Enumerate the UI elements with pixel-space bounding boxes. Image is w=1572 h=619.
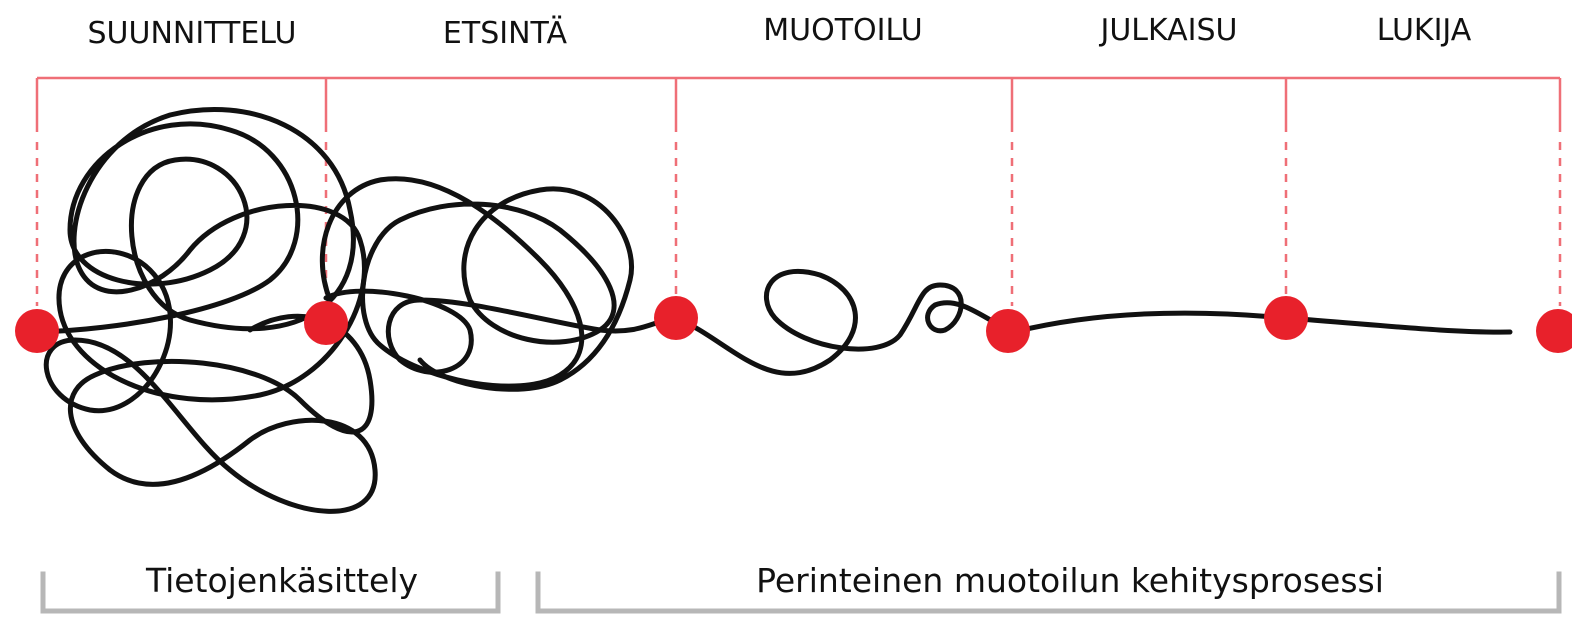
timeline-bar (35, 76, 1562, 132)
process-path-figure-eight (673, 268, 1013, 376)
phase-label-suunnittelu: SUUNNITTELU (88, 16, 297, 51)
milestone-1 (15, 309, 59, 353)
process-path-smooth (1007, 310, 1513, 336)
group-brackets (40, 571, 1562, 614)
process-path-loops-2 (319, 176, 634, 392)
group-label-perinteinen-prosessi: Perinteinen muotoilun kehitysprosessi (756, 561, 1384, 600)
bracket-muotoilu-prosessi (535, 571, 1562, 614)
milestone-6 (1536, 309, 1572, 353)
milestone-4 (986, 309, 1030, 353)
process-path-tangle (34, 106, 378, 514)
group-label-tietojenkasittely: Tietojenkäsittely (145, 561, 418, 600)
milestone-3 (654, 296, 698, 340)
milestone-5 (1264, 296, 1308, 340)
bracket-tietojenkasittely (40, 571, 501, 614)
phase-label-lukija: LUKIJA (1377, 13, 1472, 48)
milestones (15, 296, 1572, 353)
milestone-2 (304, 301, 348, 345)
phase-label-etsinta: ETSINTÄ (443, 15, 568, 51)
phase-label-julkaisu: JULKAISU (1098, 13, 1237, 48)
phase-label-muotoilu: MUOTOILU (763, 13, 922, 48)
milestone-connectors (35, 142, 1562, 306)
